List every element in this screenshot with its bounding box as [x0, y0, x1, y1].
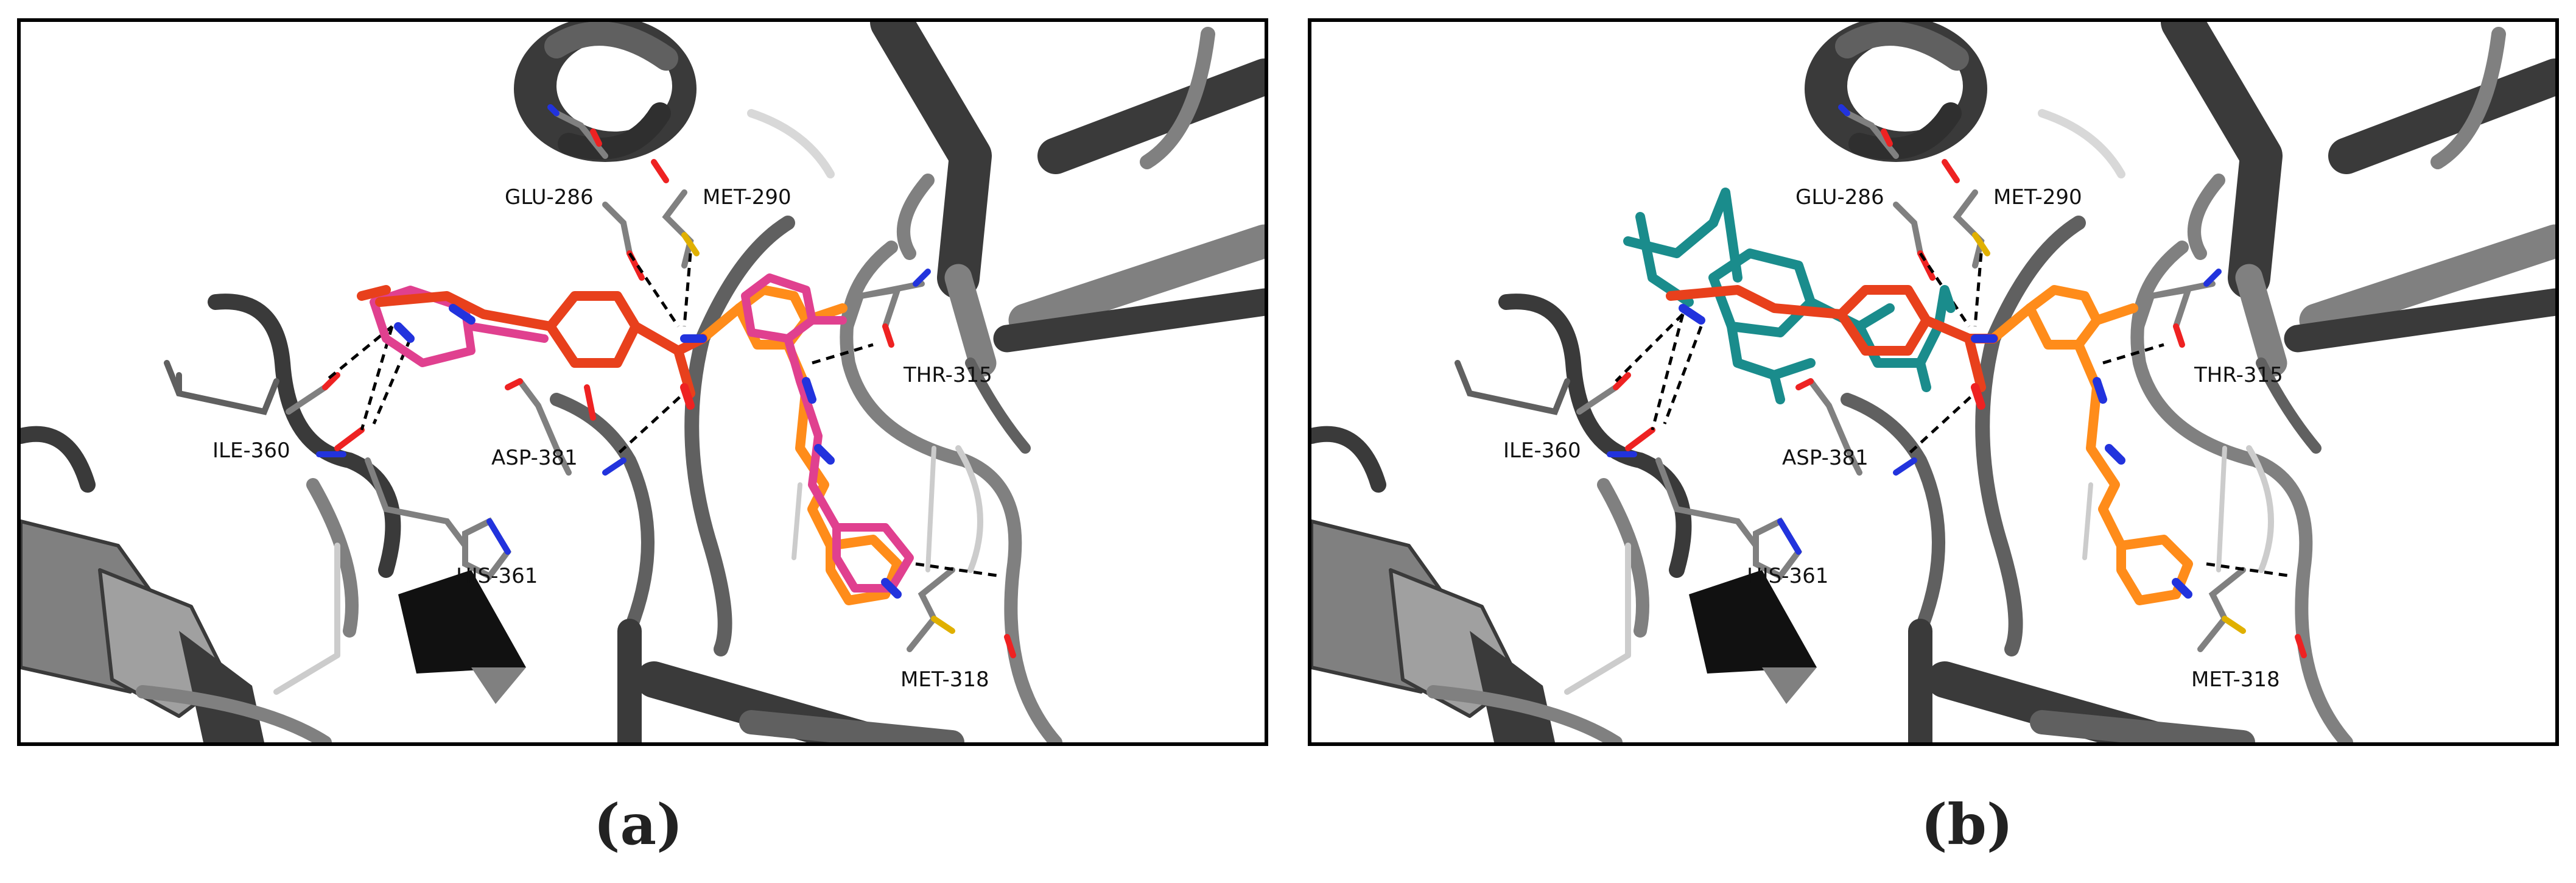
label-ile-360: ILE-360 [212, 438, 290, 463]
label-met-290: MET-290 [703, 185, 791, 209]
ligand-orange [698, 285, 902, 605]
label-met-318: MET-318 [2191, 667, 2280, 692]
residue-sidechains [164, 104, 1016, 658]
label-his-361: HIS-361 [1747, 564, 1829, 588]
label-ile-360: ILE-360 [1503, 438, 1581, 463]
residue-sidechains [1455, 104, 2307, 658]
panel-caption-a: (a) [594, 792, 683, 857]
protein-ligand-structure-a [21, 22, 1265, 742]
heteroatoms [394, 304, 902, 599]
label-met-290: MET-290 [1993, 185, 2082, 209]
label-his-361: HIS-361 [456, 564, 538, 588]
label-asp-381: ASP-381 [1782, 446, 1869, 470]
label-asp-381: ASP-381 [491, 446, 578, 470]
label-glu-286: GLU-286 [1795, 185, 1884, 209]
heteroatoms [1679, 304, 2192, 599]
panel-caption-b: (b) [1921, 792, 2013, 857]
protein-ribbons [21, 22, 1265, 742]
label-met-318: MET-318 [900, 667, 989, 692]
label-thr-315: THR-315 [2194, 363, 2283, 387]
protein-ribbons [1311, 22, 2555, 742]
protein-ligand-structure-b [1311, 22, 2555, 742]
ligand-orange [1988, 285, 2193, 605]
hydrogen-bonds [1615, 252, 2292, 578]
label-thr-315: THR-315 [904, 363, 992, 387]
panel-b: GLU-286 MET-290 THR-315 ILE-360 ASP-381 … [1308, 18, 2559, 746]
panel-a: GLU-286 MET-290 THR-315 ILE-360 ASP-381 … [17, 18, 1268, 746]
label-glu-286: GLU-286 [505, 185, 594, 209]
